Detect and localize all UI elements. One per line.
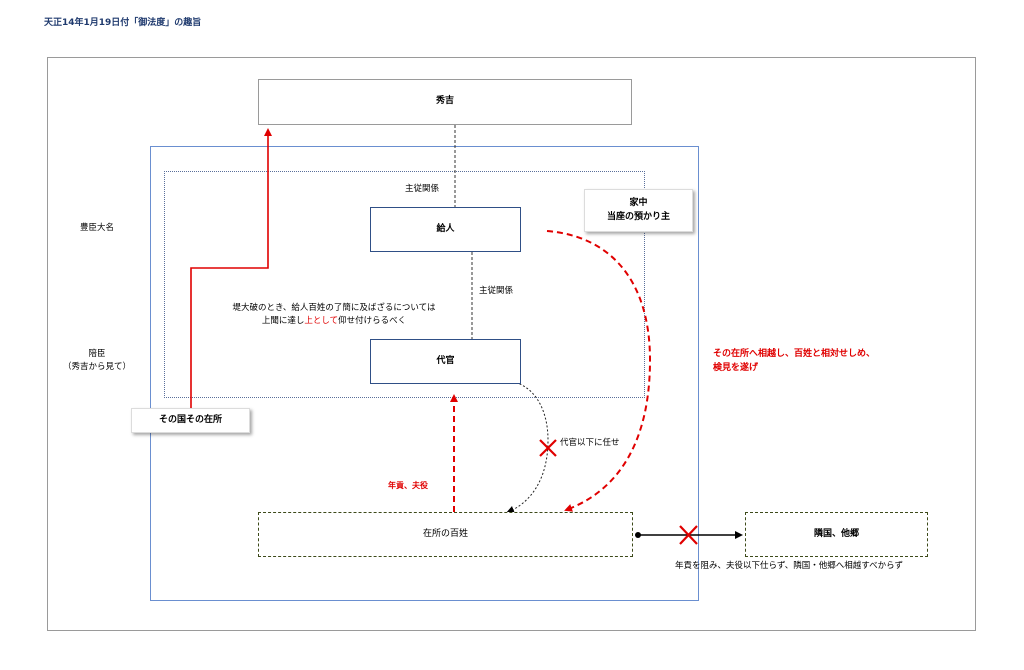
appeal-arrow	[190, 128, 272, 408]
toyotomi-daimyo-label: 豊臣大名	[80, 223, 115, 233]
daikan-ika-label: 代官以下に任せ	[560, 438, 620, 448]
shujuu-label-top: 主従関係	[405, 184, 440, 194]
baishin-label-2: （秀吉から見て）	[62, 362, 131, 373]
tsutsumi-note-2-pre: 上聞に達し	[261, 316, 305, 327]
shujuu-label-mid: 主従関係	[479, 286, 514, 296]
hideyoshi-box: 秀吉	[258, 79, 632, 125]
baishin-label-1: 陪臣	[88, 349, 106, 359]
kachu-label-2: 当座の預かり主	[606, 211, 670, 222]
sonokuni-label: その国その在所	[158, 414, 222, 425]
toyotomi-daimyo-region	[150, 146, 699, 601]
sonozaisho-note: その在所へ相越し、百姓と相対せしめ、 検見を遂げ	[713, 348, 875, 376]
sonozaisho-note-2: 検見を遂げ	[713, 362, 759, 373]
delegation-arrow	[491, 379, 549, 514]
tsutsumi-note-2-red: 上として	[304, 316, 339, 327]
kyunin-box: 給人	[370, 207, 521, 252]
sonozaisho-note-1: その在所へ相越し、百姓と相対せしめ、	[713, 349, 876, 359]
kenmi-arrow	[546, 230, 652, 512]
rinkoku-box: 隣国、他郷	[745, 512, 928, 557]
hideyoshi-label: 秀吉	[435, 96, 454, 107]
baishin-label: 陪臣 （秀吉から見て）	[62, 348, 132, 374]
daikan-box: 代官	[370, 339, 521, 384]
hyakusho-label: 在所の百姓	[422, 528, 468, 539]
hyakusho-box: 在所の百姓	[258, 512, 633, 557]
kyunin-label: 給人	[436, 223, 455, 234]
page-title: 天正14年1月19日付「御法度」の趣旨	[44, 18, 202, 28]
baishin-region	[164, 171, 645, 398]
tsutsumi-note-2-post: 仰せ付けらるべく	[338, 316, 407, 327]
cross-mark-delegation	[539, 439, 557, 457]
diagram-frame	[47, 57, 976, 631]
tsutsumi-note-1: 堤大破のとき、給人百姓の了簡に及ばざるについては	[232, 303, 436, 313]
daikan-label: 代官	[436, 355, 455, 366]
cross-mark-flight	[679, 525, 698, 545]
nengu-fueki-label: 年貢、夫役	[388, 481, 428, 490]
rinkoku-label: 隣国、他郷	[813, 528, 859, 539]
kachu-box: 家中 当座の預かり主	[584, 189, 693, 232]
tsutsumi-note-2: 上聞に達し上として仰せ付けらるべく	[208, 315, 460, 328]
tsutsumi-note: 堤大破のとき、給人百姓の了簡に及ばざるについては 上聞に達し上として仰せ付けらる…	[208, 302, 460, 328]
nengu-sogai-note: 年貢を阻み、夫役以下仕らず、隣国・他郷へ相越すべからず	[675, 561, 903, 571]
sonokuni-box: その国その在所	[131, 408, 250, 433]
kachu-label-1: 家中	[629, 197, 648, 208]
